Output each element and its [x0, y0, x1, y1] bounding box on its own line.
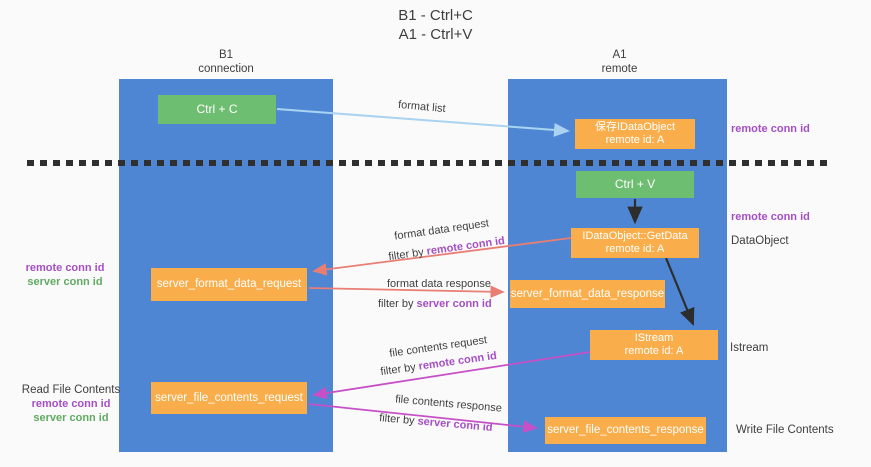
ctrl-v-label: Ctrl + V: [614, 177, 656, 191]
write-file-contents-label: Write File Contents: [736, 424, 834, 436]
server-file-contents-request-label: server_file_contents_request: [155, 391, 303, 404]
save-idataobject-box: 保存IDataObject remote id: A: [575, 119, 695, 149]
read-file-contents-label: Read File Contents: [21, 384, 121, 396]
format-data-response-filter-label: filter by server conn id: [378, 298, 492, 310]
istream-line1: IStream: [634, 332, 674, 344]
server-file-contents-response-box: server_file_contents_response: [545, 417, 706, 444]
server-conn-id-label-left-1: server conn id: [27, 276, 103, 288]
server-format-data-response-box: server_format_data_response: [510, 280, 665, 308]
right-column-subtitle: remote: [601, 63, 638, 75]
remote-conn-id-label-top-right: remote conn id: [731, 123, 810, 135]
istream-line2: remote id: A: [624, 345, 684, 357]
right-column-name: A1: [612, 49, 627, 61]
left-conn-id-group-format: remote conn id server conn id: [5, 261, 125, 289]
format-list-label: format list: [397, 98, 447, 116]
left-column-header: B1 connection: [119, 48, 333, 76]
filter-by-text: filter by: [378, 412, 419, 428]
server-format-data-response-label: server_format_data_response: [510, 287, 665, 300]
save-idataobject-line2: remote id: A: [605, 134, 665, 146]
remote-conn-id-label-left-1: remote conn id: [25, 262, 105, 274]
server-file-contents-request-box: server_file_contents_request: [151, 382, 307, 414]
left-column-subtitle: connection: [198, 63, 254, 75]
format-data-response-label: format data response: [387, 278, 491, 290]
remote-conn-id-label-mid-right: remote conn id: [731, 211, 810, 223]
getdata-line2: remote id: A: [605, 243, 665, 255]
file-contents-response-label: file contents response: [394, 393, 503, 415]
server-format-data-request-box: server_format_data_request: [151, 268, 307, 301]
istream-side-label: Istream: [730, 342, 769, 354]
getdata-line1: IDataObject::GetData: [582, 230, 688, 242]
page-title: B1 - Ctrl+C A1 - Ctrl+V: [0, 6, 871, 44]
left-conn-id-group-file: Read File Contents remote conn id server…: [11, 383, 131, 425]
remote-conn-id-text: remote conn id: [425, 234, 506, 258]
title-line-a1: A1 - Ctrl+V: [398, 26, 473, 43]
save-idataobject-line1: 保存IDataObject: [594, 121, 676, 133]
server-conn-id-label-left-2: server conn id: [33, 412, 109, 424]
file-contents-response-filter-label: filter by server conn id: [379, 412, 493, 434]
right-column-header: A1 remote: [510, 48, 729, 76]
ctrl-c-label: Ctrl + C: [196, 102, 238, 116]
server-conn-id-text: server conn id: [417, 415, 494, 434]
filter-by-text: filter by: [378, 298, 417, 310]
server-conn-id-text: server conn id: [416, 298, 492, 310]
separator-dashed-line: [27, 160, 833, 166]
left-column-name: B1: [218, 49, 234, 61]
filter-by-text: filter by: [379, 360, 420, 379]
title-line-b1: B1 - Ctrl+C: [398, 7, 473, 24]
filter-by-text: filter by: [387, 245, 428, 264]
ctrl-v-box: Ctrl + V: [576, 171, 694, 198]
server-file-contents-response-label: server_file_contents_response: [547, 424, 704, 436]
dataobject-label: DataObject: [731, 235, 789, 247]
idataobject-getdata-box: IDataObject::GetData remote id: A: [571, 228, 699, 258]
remote-conn-id-label-left-2: remote conn id: [31, 398, 111, 410]
istream-box: IStream remote id: A: [590, 330, 718, 360]
ctrl-c-box: Ctrl + C: [158, 95, 276, 124]
server-format-data-request-label: server_format_data_request: [156, 278, 302, 290]
